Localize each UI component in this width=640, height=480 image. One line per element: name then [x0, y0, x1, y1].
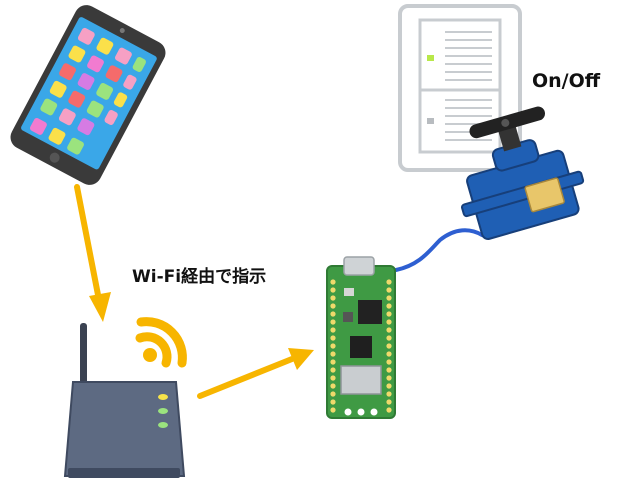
on-off-label: On/Off — [532, 70, 601, 92]
arrow-phone-to-router — [74, 184, 111, 322]
servo-wire — [394, 228, 484, 272]
smartphone-icon — [10, 5, 166, 185]
arrow-router-to-board — [197, 348, 314, 399]
wifi-signal-icon — [135, 317, 187, 368]
wall-light-switch-icon — [398, 4, 522, 172]
servo-motor-icon — [461, 106, 585, 240]
wifi-instruction-label: Wi-Fi経由で指示 — [132, 267, 267, 287]
wifi-router-icon — [63, 323, 186, 478]
microcontroller-board-icon — [326, 256, 396, 419]
